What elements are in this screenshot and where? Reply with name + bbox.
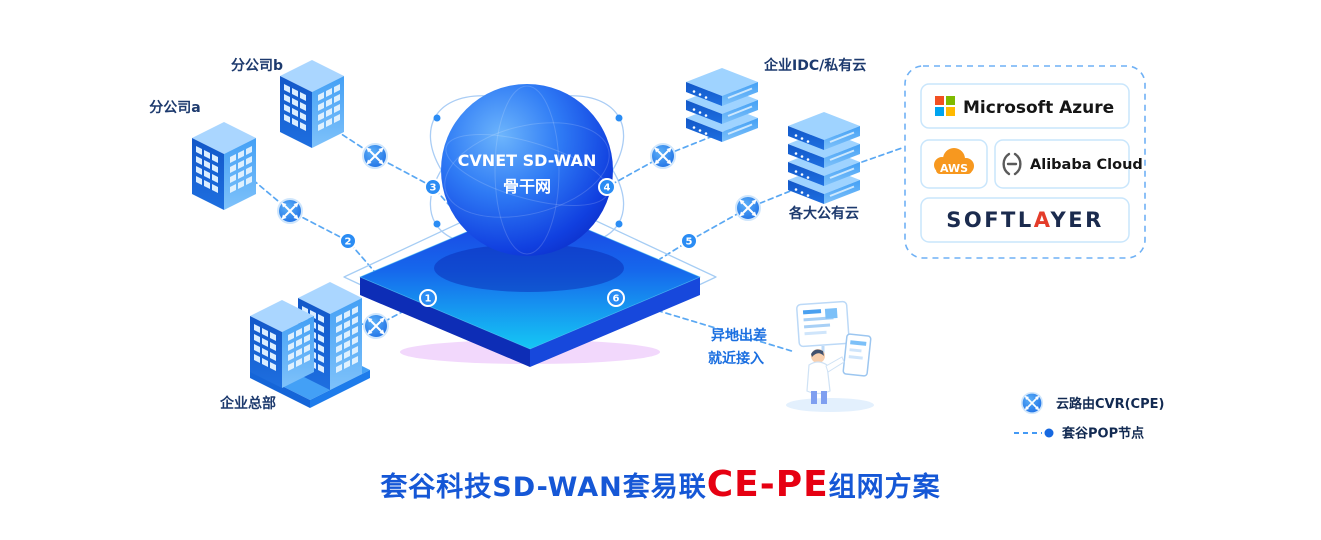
public-cloud-server-stack [787,111,861,205]
title-part2: 组网方案 [828,472,941,503]
alibaba-card: Alibaba Cloud [994,139,1143,189]
title-highlight: CE-PE [706,464,829,505]
link-public-cloud [659,187,799,260]
public-cloud-label: 各大公有云 [788,205,859,222]
svg-text:3: 3 [430,183,437,194]
cloud-router-icon [735,195,761,221]
core-name-line1: CVNET SD-WAN [458,151,597,170]
cloud-router-icon [277,198,303,224]
sdwan-platform [343,189,717,367]
aws-cloud-icon: AWS [934,148,974,175]
core-name-line2: 骨干网 [503,177,551,196]
idc-server-stack [685,67,759,143]
sdwan-core-sphere: CVNET SD-WAN 骨干网 [441,84,613,256]
svg-text:6: 6 [613,294,620,305]
svg-text:5: 5 [686,237,693,248]
pop-node-4: 4 [598,178,616,196]
branch-a-label: 分公司a [149,100,200,116]
pop-node-5: 5 [680,232,698,250]
platform-side-right [530,277,700,367]
legend-pop-label: 套谷POP节点 [1061,426,1144,442]
alibaba-cloud-icon [1002,152,1022,176]
title-part1: 套谷科技SD-WAN套易联 [380,472,707,503]
remote-label-line1: 异地出差 [711,327,767,344]
platform-side-left [360,277,530,367]
headquarters-buildings [250,282,370,408]
cloud-router-icon [363,313,389,339]
branch-b-building [280,60,344,148]
softlayer-label: SOFTLAYER [946,208,1104,232]
legend: 云路由CVR(CPE) 套谷POP节点 [1014,391,1164,442]
idc-label: 企业IDC/私有云 [763,57,866,74]
svg-text:4: 4 [604,183,611,194]
remote-label-line2: 就近接入 [708,350,764,367]
pop-node-6: 6 [607,289,625,307]
link-cloud-providers [861,147,903,163]
azure-card: Microsoft Azure [920,83,1130,129]
legend-pop-dot-icon [1044,428,1054,438]
branch-a-building [192,122,256,210]
aws-label: AWS [940,162,968,175]
headquarters-label: 企业总部 [219,395,276,412]
alibaba-label: Alibaba Cloud [1030,157,1143,173]
link-idc [571,125,739,223]
cloud-providers-panel: Microsoft Azure AWS Alibaba Cloud S [904,65,1146,259]
legend-router-label: 云路由CVR(CPE) [1056,396,1164,412]
pop-node-1: 1 [419,289,437,307]
remote-user-illustration [786,300,874,412]
person-figure [806,349,845,404]
aws-card: AWS [920,139,988,189]
svg-text:1: 1 [425,294,432,305]
azure-label: Microsoft Azure [963,98,1114,118]
softlayer-card: SOFTLAYER [920,197,1130,243]
link-branch-a [252,179,375,272]
pop-node-3: 3 [424,178,442,196]
cloud-router-icon [362,143,388,169]
microsoft-logo-icon [935,96,955,116]
sphere-shadow [434,244,624,292]
diagram-title: 套谷科技SD-WAN套易联CE-PE组网方案 [0,464,1321,512]
legend-router-icon [1020,391,1044,415]
orbit-node-dots [433,114,623,228]
branch-b-label: 分公司b [231,58,283,74]
pop-node-2: 2 [339,232,357,250]
cloud-router-icon [650,143,676,169]
svg-text:2: 2 [345,237,352,248]
